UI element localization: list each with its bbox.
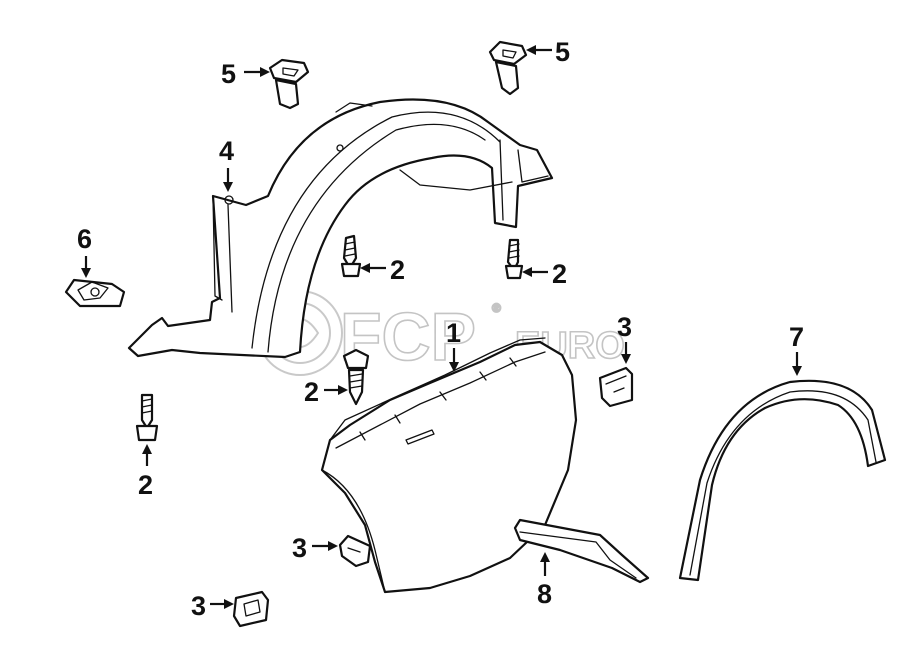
callout-2-c: 2 [304,377,319,407]
callout-2-b: 2 [552,259,567,289]
clip-part-left [268,58,310,110]
speed-nut-part [64,278,126,308]
callout-6: 6 [77,224,92,254]
screw-part-b [504,238,524,280]
screw-part-a [340,234,362,278]
callout-3-b: 3 [292,533,307,563]
screw-part-d [135,393,159,442]
callout-5-left: 5 [221,59,236,89]
callout-2-d: 2 [138,470,153,500]
fender-liner-part [127,98,554,359]
watermark-logo: FCP EURO ® [257,290,626,376]
callout-1: 1 [446,318,461,348]
wheel-arch-trim-part [678,379,887,582]
screw-part-c [342,348,370,406]
callout-4: 4 [219,136,234,166]
callout-arrows [81,45,802,609]
fastener-part-c [232,590,270,628]
callout-8: 8 [537,579,552,609]
callout-3-a: 3 [617,312,632,342]
fastener-part-b [338,534,372,568]
callout-3-c: 3 [191,591,206,621]
fastener-part-a [598,366,634,408]
callout-2-a: 2 [390,255,405,285]
clip-part-right [488,40,528,96]
callout-5-right: 5 [555,37,570,67]
splash-guard-part [513,518,650,584]
watermark-registered-mark: ® [492,301,501,315]
front-fender-part [320,337,578,594]
callout-7: 7 [789,322,804,352]
